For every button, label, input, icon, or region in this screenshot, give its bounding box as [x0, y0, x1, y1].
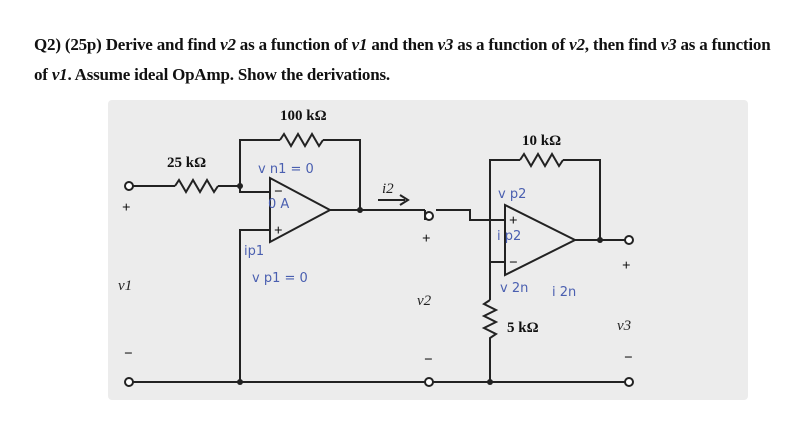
var-v2: v2 [220, 35, 236, 54]
terminal-v1-plus [124, 181, 134, 191]
opamp2-plus: + [509, 213, 518, 229]
label-5k: 5 kΩ [507, 320, 539, 336]
question-text-part: as a function of [453, 35, 570, 54]
opamp1-minus: − [274, 184, 283, 200]
hand-note-vp1: v p1 = 0 [252, 271, 308, 286]
hand-note-vp2: v p2 [498, 187, 526, 202]
question-text-part: and then [367, 35, 438, 54]
question-text: Q2) (25p) Derive and find v2 as a functi… [34, 30, 774, 90]
label-10k: 10 kΩ [522, 133, 561, 149]
opamp2-minus: − [509, 255, 518, 271]
opamp1-plus: + [274, 223, 283, 239]
question-points: (25p) [64, 35, 102, 54]
question-text-part: Derive and find [105, 35, 221, 54]
var-v3: v3 [437, 35, 454, 54]
label-v3: v3 [617, 318, 631, 334]
hand-note-0a: 0 A [268, 197, 289, 212]
var-v2: v2 [569, 35, 585, 54]
question-text-part: as a function of [235, 35, 352, 54]
var-v1: v1 [351, 35, 368, 54]
v2-minus-sign: − [424, 352, 433, 368]
label-v2: v2 [417, 293, 432, 309]
hand-note-in2: i 2n [552, 285, 576, 300]
var-v1: v1 [51, 65, 68, 84]
resistor-5k [481, 299, 499, 382]
var-v3: v3 [660, 35, 677, 54]
question-text-part: . Assume ideal OpAmp. Show the derivatio… [67, 65, 390, 84]
opamp-1 [269, 176, 333, 244]
resistor-10k [519, 152, 564, 168]
opamp-2 [504, 203, 578, 277]
v1-minus-sign: − [124, 346, 133, 362]
v2-plus-sign: + [422, 231, 431, 247]
question-text-part: , then find [584, 35, 661, 54]
terminal-v2-minus [424, 377, 434, 387]
terminal-v3-plus [624, 235, 634, 245]
question-text-part: as a function of [34, 35, 771, 84]
question-label: Q2) [34, 35, 61, 54]
circuit-background [108, 100, 748, 400]
hand-note-ip1: ip1 [244, 244, 264, 259]
hand-note-vn1: v n1 = 0 [258, 162, 314, 177]
terminal-v1-minus [124, 377, 134, 387]
label-i2: i2 [382, 181, 394, 197]
v1-plus-sign: + [122, 200, 131, 216]
label-v1: v1 [118, 278, 132, 294]
v3-plus-sign: + [622, 258, 631, 274]
v3-minus-sign: − [624, 350, 633, 366]
resistor-100k [279, 132, 324, 148]
hand-note-ip2: i p2 [497, 229, 521, 244]
terminal-v2-plus [424, 211, 434, 221]
resistor-25k [174, 178, 219, 194]
hand-note-vn2: v 2n [500, 281, 528, 296]
terminal-v3-minus [624, 377, 634, 387]
label-25k: 25 kΩ [167, 155, 206, 171]
label-100k: 100 kΩ [280, 108, 327, 124]
